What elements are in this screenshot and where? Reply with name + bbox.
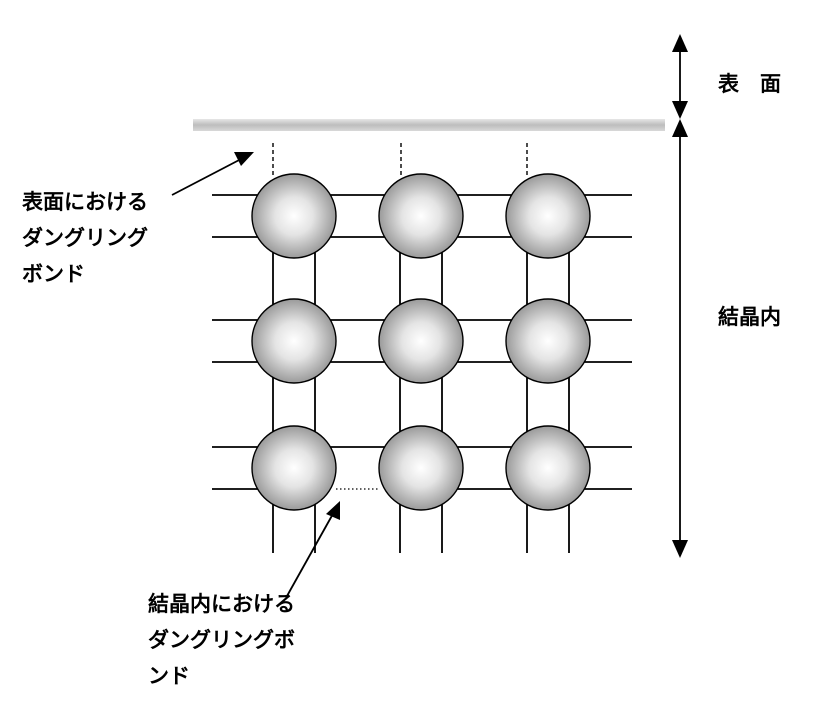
atom [378, 298, 464, 384]
atom [505, 173, 591, 259]
lattice-bonds [212, 194, 632, 553]
bulk-region-text: 結晶内 [718, 305, 781, 329]
atom [251, 173, 337, 259]
arrow-up-icon [672, 119, 688, 137]
lattice-atoms [251, 173, 591, 511]
atom [378, 173, 464, 259]
atom [251, 425, 337, 511]
bulk-region-label: 結晶内 [718, 299, 781, 335]
arrow-down-icon [672, 540, 688, 558]
surface-dangling-bond-line-3: ボンド [22, 262, 85, 286]
atom [505, 298, 591, 384]
bulk-region-arrow [672, 119, 688, 558]
bulk-dangling-bond-line-2: ダングリングボ [148, 628, 295, 652]
surface-bond-pointer [171, 152, 254, 196]
arrow-icon [234, 152, 254, 166]
atom [378, 425, 464, 511]
surface-region-label: 表 面 [718, 66, 781, 102]
surface-dangling-bond-line-2: ダングリング [22, 226, 148, 250]
atom [505, 425, 591, 511]
surface-dangling-bonds [272, 143, 528, 176]
surface-dangling-bond-line-1: 表面における [22, 190, 148, 214]
bulk-dangling-bond-line-3: ンド [148, 664, 190, 688]
arrow-up-icon [672, 34, 688, 52]
surface-region-arrow [672, 34, 688, 119]
surface-plate [193, 119, 665, 131]
atom [251, 298, 337, 384]
bulk-dangling-bond-label: 結晶内における ダングリングボ ンド [148, 586, 295, 694]
arrow-icon [326, 501, 340, 520]
surface-dangling-bond-label: 表面における ダングリング ボンド [22, 184, 148, 292]
bulk-dangling-bond-line-1: 結晶内における [148, 592, 295, 616]
bulk-bond-pointer [286, 501, 340, 597]
surface-region-text: 表 面 [718, 72, 781, 96]
arrow-down-icon [672, 101, 688, 119]
